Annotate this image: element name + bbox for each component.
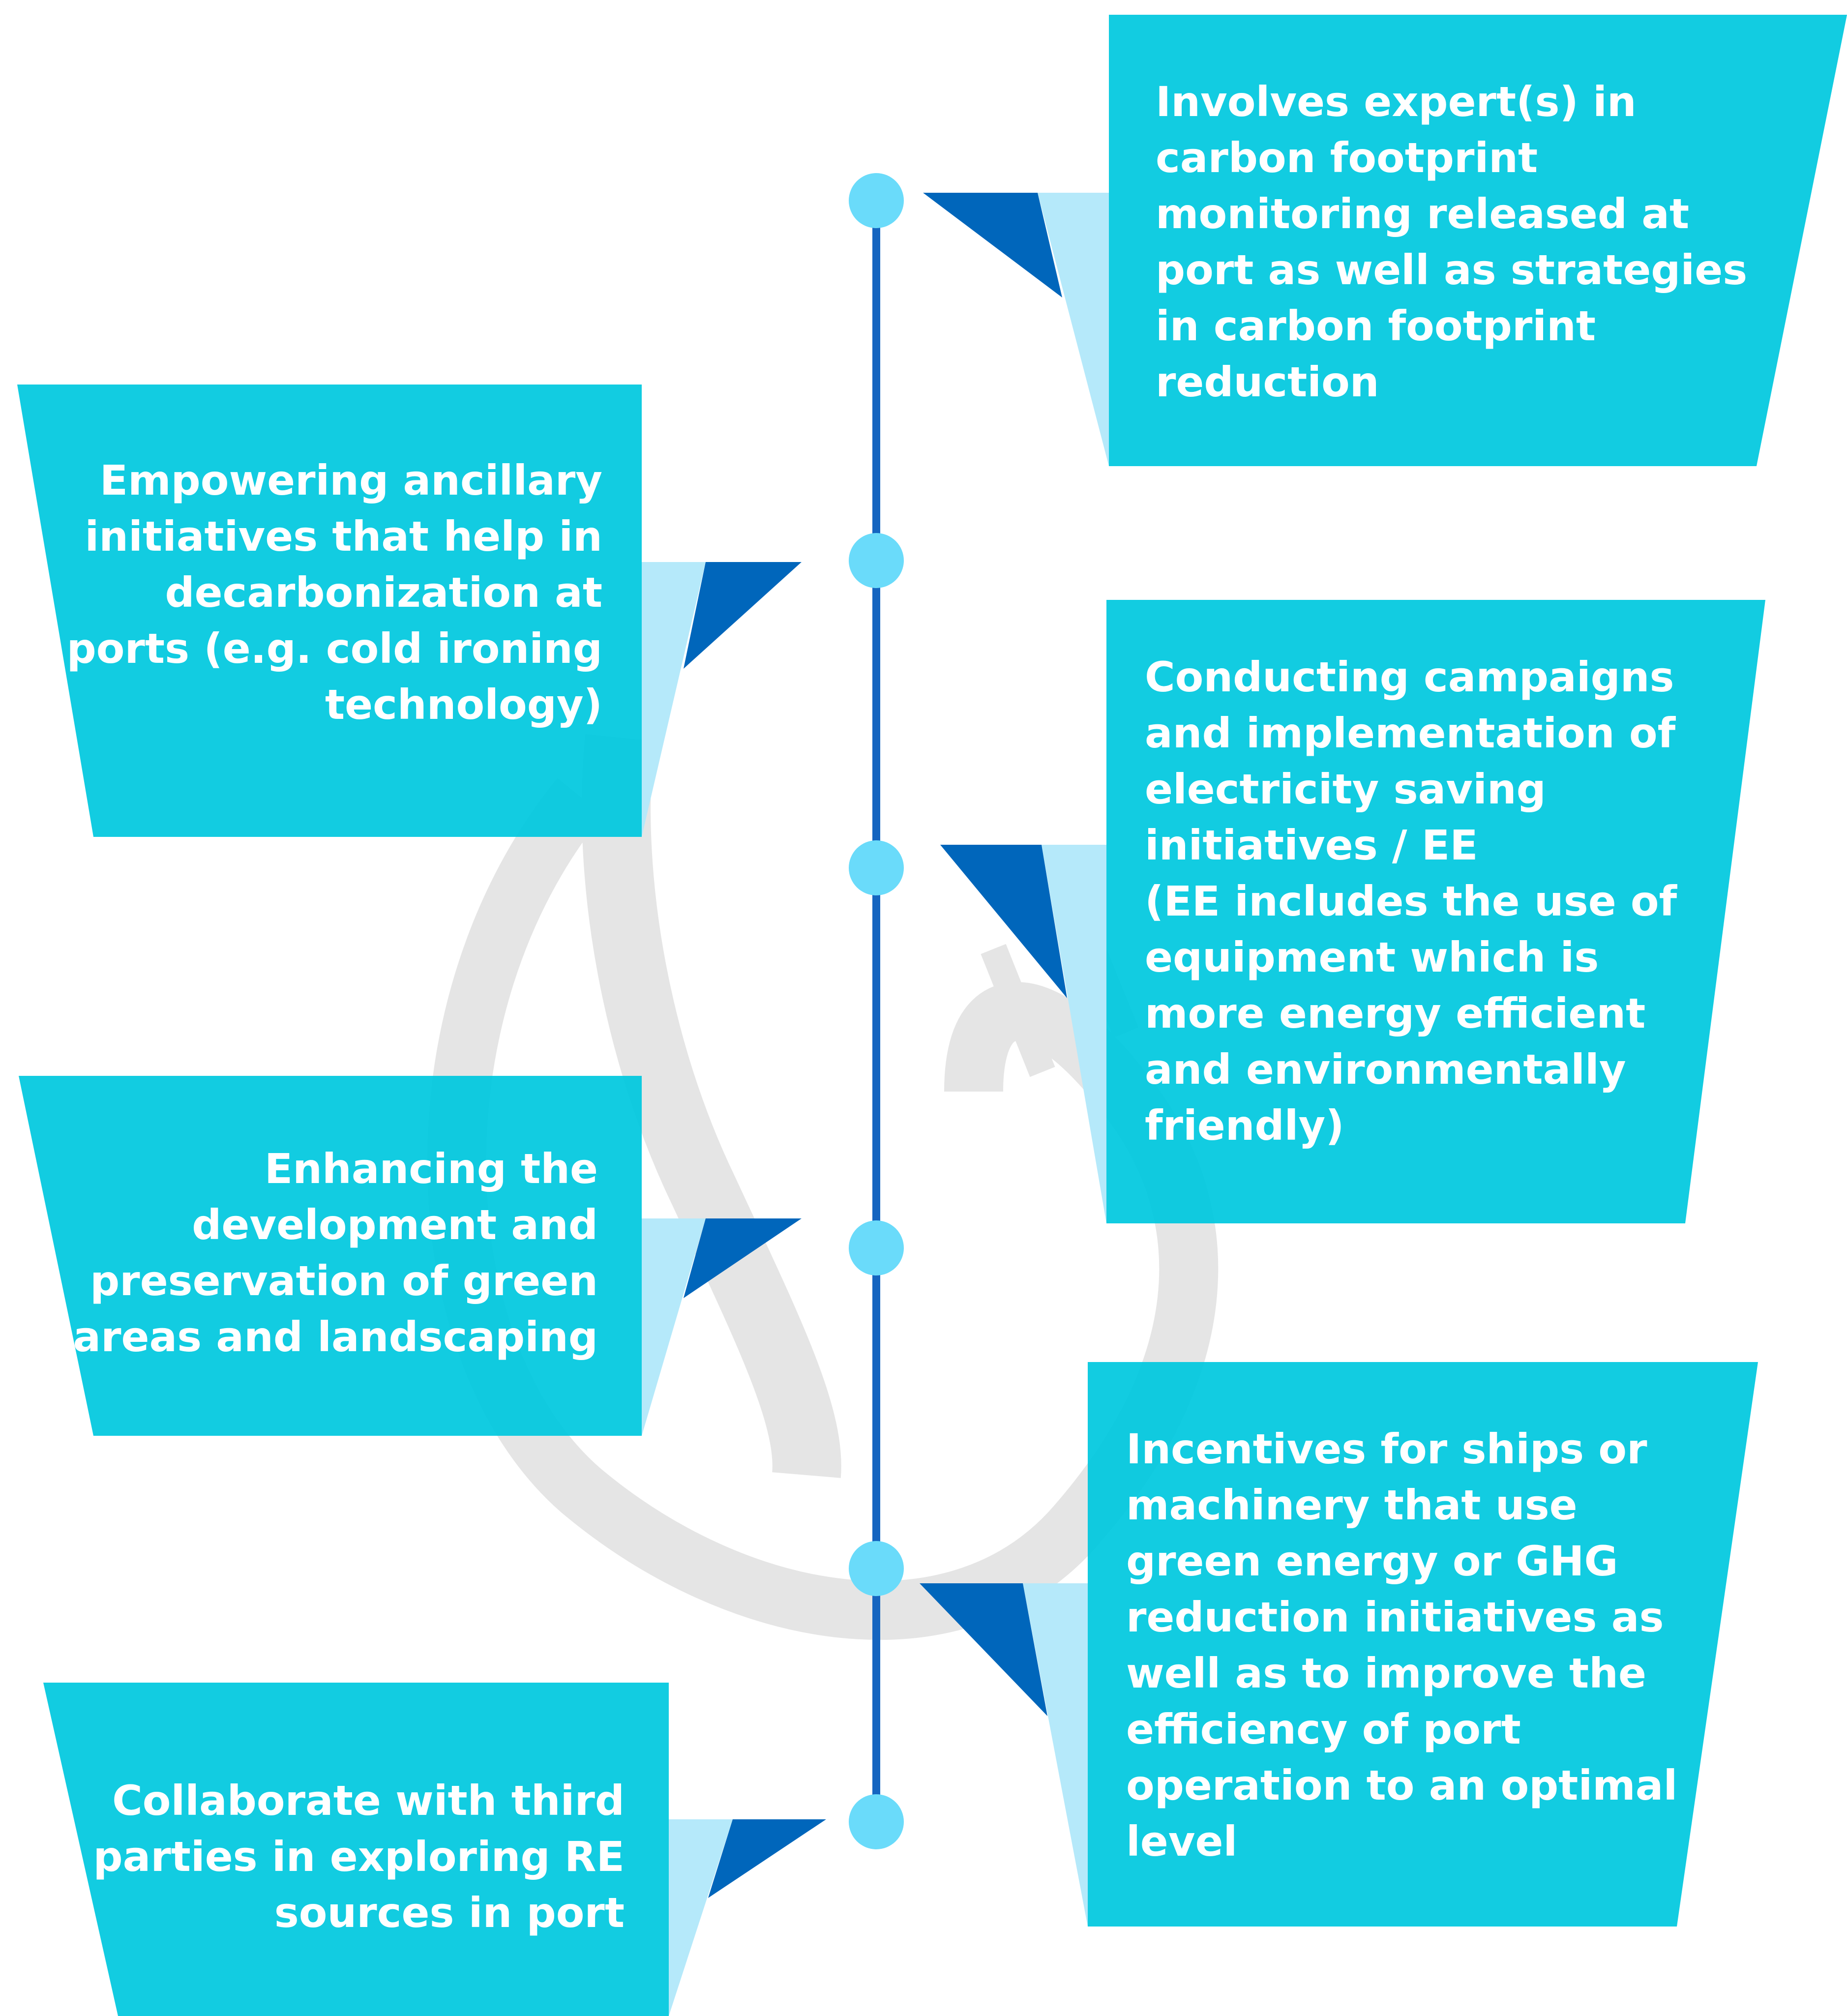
flag-dark-4 — [684, 1218, 802, 1298]
flag-dark-1 — [923, 193, 1062, 297]
item-text-3: Conducting campaigns and implementation … — [1145, 653, 1677, 1150]
flag-light-5 — [1023, 1583, 1088, 1927]
item-text-6: Collaborate with third parties in explor… — [93, 1777, 625, 1937]
item-box-4 — [19, 1076, 642, 1436]
diagram-layer — [17, 15, 1847, 2016]
item-text-4: Enhancing the development and preservati… — [73, 1145, 598, 1361]
flag-dark-5 — [920, 1583, 1047, 1716]
flag-light-1 — [1038, 193, 1109, 466]
item-box-5 — [1088, 1362, 1758, 1927]
item-text-5: Incentives for ships or machinery that u… — [1126, 1425, 1678, 1866]
flag-light-6 — [669, 1819, 733, 2016]
item-box-1 — [1109, 15, 1847, 466]
flag-dark-2 — [684, 562, 802, 669]
flag-light-3 — [1042, 845, 1106, 1223]
item-box-3 — [1106, 600, 1765, 1223]
timeline-node-6 — [849, 1794, 904, 1849]
item-text-2: Empowering ancillary initiatives that he… — [66, 456, 602, 729]
item-text-1: Involves expert(s) in carbon footprint m… — [1156, 78, 1748, 406]
plug-prong-1 — [981, 944, 1055, 1077]
flag-dark-6 — [708, 1819, 826, 1898]
timeline-node-2 — [849, 533, 904, 588]
leaf-vein — [582, 734, 841, 1478]
timeline-node-1 — [849, 173, 904, 228]
timeline-node-5 — [849, 1541, 904, 1596]
flag-dark-3 — [940, 845, 1067, 998]
flag-light-2 — [642, 562, 706, 837]
flag-light-4 — [642, 1218, 706, 1436]
item-box-6 — [43, 1683, 669, 2016]
timeline-node-4 — [849, 1220, 904, 1275]
timeline-node-3 — [849, 840, 904, 895]
item-box-2 — [17, 385, 642, 837]
